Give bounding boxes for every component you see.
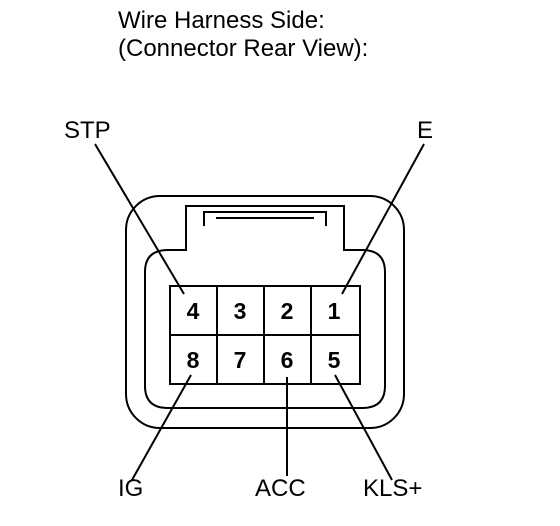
label-e: E	[417, 117, 433, 144]
label-ig: IG	[118, 475, 143, 502]
title-line-2: (Connector Rear View):	[118, 35, 368, 62]
pin-7: 7	[234, 347, 247, 373]
pin-grid	[169, 285, 361, 385]
leader-line-kls	[334, 374, 393, 481]
label-acc: ACC	[255, 475, 306, 502]
pin-4: 4	[187, 298, 200, 324]
pin-2: 2	[281, 298, 294, 324]
leader-line-e	[341, 143, 425, 295]
pin-8: 8	[187, 347, 200, 373]
pin-3: 3	[234, 298, 247, 324]
pin-1: 1	[328, 298, 341, 324]
label-stp: STP	[64, 117, 111, 144]
connector-housing-inner	[144, 205, 386, 409]
leader-line-stp	[94, 143, 185, 295]
connector-latch	[203, 211, 327, 226]
pin-5: 5	[328, 347, 341, 373]
label-kls: KLS+	[363, 475, 422, 502]
title-line-1: Wire Harness Side:	[118, 7, 325, 34]
connector-housing-outer	[125, 195, 405, 429]
leader-line-ig	[131, 374, 192, 481]
pin-6: 6	[281, 347, 294, 373]
